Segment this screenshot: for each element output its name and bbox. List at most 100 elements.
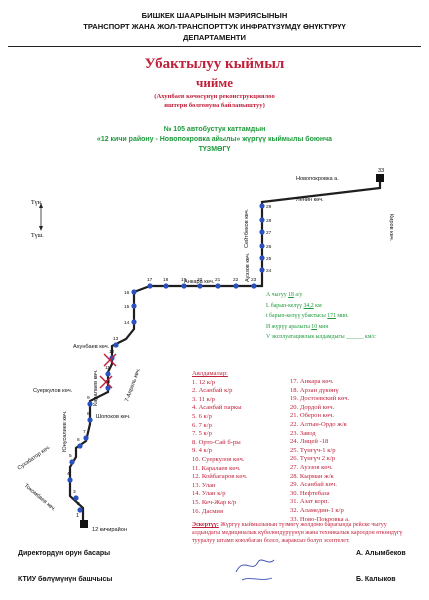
stop-list-item: 30. Нефтебаза xyxy=(290,489,330,497)
compass-north: Түн. xyxy=(31,200,43,206)
stops-heading: Аялдамалар: xyxy=(192,370,228,377)
stop-number: 16 xyxy=(124,290,130,296)
stop-list-item: 1. 12 к/р xyxy=(192,378,216,386)
note-text: Жүргүү кыймылынын түзмөгү жолдомо барагы… xyxy=(192,522,403,544)
stop-number: 19 xyxy=(181,277,187,283)
label-ankara: Анкара көч. xyxy=(184,279,215,285)
stop-number: 10 xyxy=(105,379,111,385)
subtitle-line-2: иштери болгонуна байланыштуу) xyxy=(164,102,265,109)
stop-list-item: 5. 6 к/р xyxy=(192,412,212,420)
stop-number: 5 xyxy=(69,453,72,459)
label-auezov: Ауэзов көч. xyxy=(245,252,251,282)
label-lenin: Ленин көч. xyxy=(296,197,324,203)
stop-list-item: 33. Ново-Покровка а. xyxy=(290,515,350,523)
stop-list-item: 27. Ауэзов көч. xyxy=(290,463,333,471)
stop-list-item: 8. Орто-Сай б-ры xyxy=(192,438,241,446)
stop-marker xyxy=(259,255,265,261)
label-seitbekov: Сейтбеков көч. xyxy=(243,208,250,248)
stop-list-item: 10. Суеркулов көч. xyxy=(192,455,245,463)
label-start: 12 кичирайон xyxy=(92,526,127,533)
stop-marker xyxy=(131,303,137,309)
stop-number: 6 xyxy=(77,437,80,443)
stop-number: 3 xyxy=(73,489,76,495)
stop-marker xyxy=(77,507,83,513)
stop-number: 9 xyxy=(87,395,90,401)
stop-list-item: 17. Анкара көч. xyxy=(290,378,334,385)
stop-marker xyxy=(77,443,83,449)
title-line-2: чийме xyxy=(196,75,233,90)
stop-marker xyxy=(113,342,119,348)
stop-marker xyxy=(105,371,111,377)
stop-number: 23 xyxy=(251,277,257,283)
stop-list-item: 2. Асанбай к/р xyxy=(192,387,233,395)
stop-number: 20 xyxy=(197,277,203,283)
stop-number: 7 xyxy=(83,429,86,435)
header-line-3: ДЕПАРТАМЕНТИ xyxy=(183,33,246,42)
label-yunusaliev: Юнусалиев көч. xyxy=(62,410,68,452)
label-suerkulov: Суеркулов көч. xyxy=(33,388,73,394)
stop-marker xyxy=(259,203,265,209)
stop-list-item: 32. Аламедин-1 к/р xyxy=(290,506,344,514)
terminal-end xyxy=(376,174,384,182)
stop-marker xyxy=(163,283,169,289)
route-info: А чыгуу 18 а/у L барып-келүү 34,2 км t б… xyxy=(266,290,376,343)
stop-number: 14 xyxy=(124,320,130,326)
closed-crossings xyxy=(99,353,117,389)
label-end-number: 33 xyxy=(378,168,384,174)
stop-list-item: 18. Арзан дүкөнү xyxy=(290,386,339,394)
label-tokombaev: Токомбаев көч. xyxy=(23,483,57,513)
stops-layer xyxy=(67,203,265,513)
header-line-1: БИШКЕК ШААРЫНЫН МЭРИЯСЫНЫН xyxy=(141,11,288,20)
stop-marker xyxy=(69,459,75,465)
compass: Түн. Түш. xyxy=(31,200,44,239)
header-rule xyxy=(8,46,421,47)
label-shopokov: Шопоков көч. xyxy=(96,414,131,420)
stop-list-item: 20. Дордой көч. xyxy=(290,403,335,411)
stop-marker xyxy=(251,283,257,289)
stop-number: 25 xyxy=(266,256,272,262)
signature-name-2: Б. Калыков xyxy=(356,576,396,583)
stop-number: 4 xyxy=(67,471,70,477)
stop-number: 21 xyxy=(215,277,221,283)
stop-marker xyxy=(259,229,265,235)
stop-list-item: 6. 7 к/р xyxy=(192,421,212,429)
stop-number: 27 xyxy=(266,230,272,236)
stop-list-item: 31. Азат корп. xyxy=(290,498,330,506)
stop-list-item: 26. Түнгүч 2 к/р xyxy=(290,455,335,463)
stop-marker xyxy=(147,283,153,289)
stop-number: 17 xyxy=(147,277,153,283)
stop-number: 15 xyxy=(124,304,130,310)
stop-list-item: 3. 11 к/р xyxy=(192,395,215,403)
stop-list-item: 14. Улан к/р xyxy=(192,490,226,498)
stop-list-item: 7. 5 к/р xyxy=(192,430,212,438)
stop-number: 24 xyxy=(266,268,272,274)
stop-list-item: 15. Кеч-Жар к/р xyxy=(192,498,237,506)
stop-number: 22 xyxy=(233,277,239,283)
title-line-1: Убактылуу кыймыл xyxy=(144,56,285,72)
header-line-2: ТРАНСПОРТ ЖАНА ЖОЛ-ТРАНСПОРТТУК ИНФРАТҮЗ… xyxy=(83,22,346,31)
stop-number: 11 xyxy=(105,365,110,371)
stop-list-item: 23. Завод xyxy=(290,429,316,437)
stop-list-item: 22. Алтын-Ордо ж/к xyxy=(290,420,347,428)
stop-marker xyxy=(83,435,89,441)
note-heading: Эскертүү: xyxy=(192,522,219,528)
info-row-speed: V эксплуатациялык ылдамдыгы ______ км/с xyxy=(266,334,376,341)
info-row-time: t барып-келүү убактысы 171 мин. xyxy=(266,313,349,320)
stop-marker xyxy=(131,319,137,325)
label-sukhbator: Сухэбатор көч. xyxy=(17,444,53,471)
stop-list-item: 24. Лицей -18 xyxy=(290,438,329,446)
route-line-3: ТҮЗМӨГҮ xyxy=(198,146,231,153)
label-start-number: 1 xyxy=(76,513,79,519)
stop-number: 12 xyxy=(109,349,115,355)
label-aprel: 7-Апрель көч. xyxy=(124,367,142,403)
compass-south: Түш. xyxy=(31,233,44,239)
stop-list-item: 12. Койбагаров көч. xyxy=(192,473,248,481)
signature-name-1: А. Алымбеков xyxy=(356,550,406,557)
stop-marker xyxy=(67,477,73,483)
stop-marker xyxy=(197,283,203,289)
stop-list-item: 19. Достоевский көч. xyxy=(290,395,350,403)
stop-number: 2 xyxy=(77,501,80,507)
